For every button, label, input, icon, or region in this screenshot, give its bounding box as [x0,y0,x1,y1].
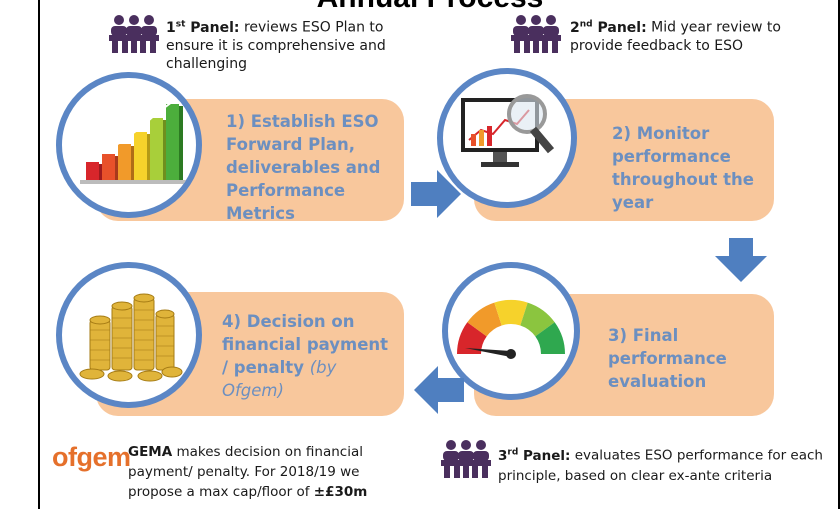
third-panel-note: 3rd Panel: evaluates ESO performance for… [498,447,823,484]
step-2-text: 2) Monitor performance throughout the ye… [612,124,754,212]
step-1-text: 1) Establish ESO Forward Plan, deliverab… [226,112,381,223]
bar-chart-icon [80,101,186,184]
monitor-magnifier-icon [461,94,555,167]
coins-icon [79,293,183,382]
content-frame [38,0,840,509]
panel-people-icon [109,15,159,53]
page-title: Annual Process [270,0,590,15]
arrow-left-icon [414,366,464,414]
arrow-down-icon [715,238,767,282]
panel-people-icon [511,15,561,53]
step-4-text: 4) Decision on financial payment / penal… [222,310,394,402]
first-panel-note: 1st Panel: reviews ESO Plan to ensure it… [166,19,386,72]
gauge-icon [457,299,565,359]
step-4-by-ofgem: (by Ofgem) [222,358,337,400]
arrow-right-icon [411,170,461,218]
step-1-circle [56,72,202,218]
second-panel-note: 2nd Panel: Mid year review to provide fe… [570,19,781,54]
panel-people-icon [441,440,491,478]
ofgem-logo: ofgem [52,442,131,472]
step-3-circle [442,262,580,400]
step-4-circle [56,262,202,408]
step-4-label: 4) Decision on financial payment / penal… [222,312,389,377]
step-2-circle [437,68,577,208]
gema-note: GEMA makes decision on financial payment… [128,444,368,500]
step-3-text: 3) Final performance evaluation [608,326,727,391]
